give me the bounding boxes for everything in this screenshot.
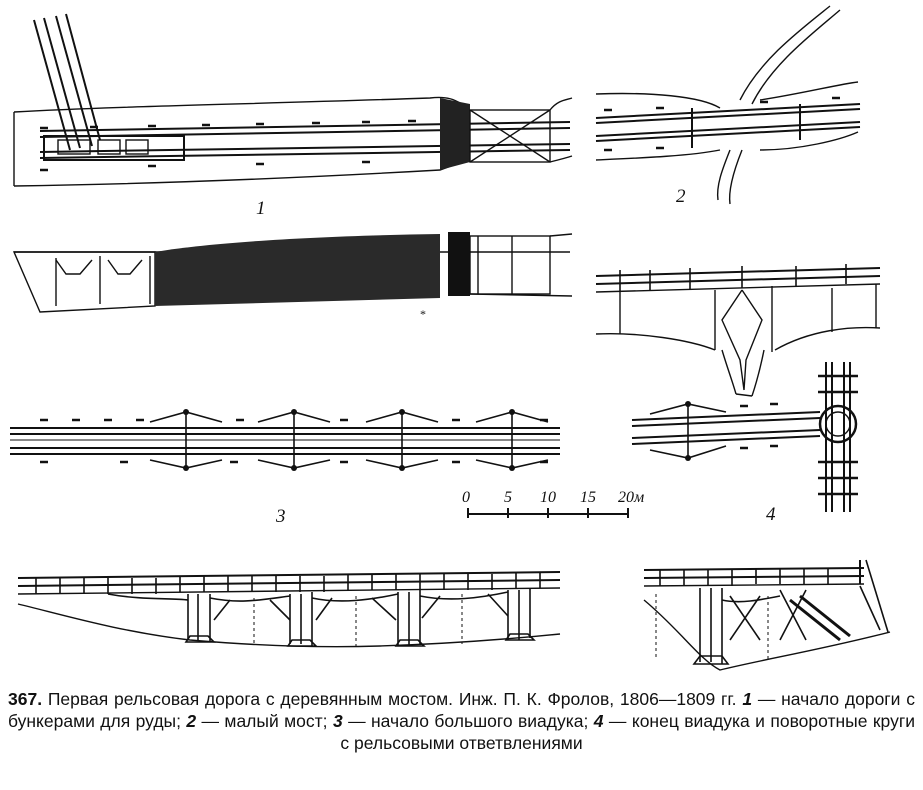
part-label-3: 3 (275, 506, 286, 527)
scale-tick-5: 5 (504, 489, 512, 506)
drawing-4-plan: 4 (631, 362, 858, 525)
drawing-2-plan: 2 (595, 5, 861, 207)
part-label-1: 1 (256, 198, 266, 219)
drawing-1-elevation: * (12, 232, 573, 321)
drawing-3-plan: 3 (10, 409, 560, 527)
drawing-4-elevation (643, 559, 891, 671)
caption-ref-3: 3 (332, 711, 343, 731)
scale-tick-10: 10 (540, 489, 556, 506)
caption-number: 367. (8, 689, 43, 709)
scale-bar: 0 5 10 15 20м (462, 489, 644, 518)
caption-ref-1: 1 (742, 689, 753, 709)
drawing-2-elevation (595, 264, 881, 397)
caption-ref-2: 2 (186, 711, 197, 731)
caption-text: Первая рельсовая дорога с деревянным мос… (42, 689, 743, 709)
svg-text:*: * (420, 307, 426, 321)
drawing-1-plan: 1 (13, 13, 573, 219)
drawing-3-elevation (17, 571, 561, 648)
caption-desc-3: — начало большого виадука; (342, 711, 594, 731)
scale-tick-0: 0 (462, 489, 470, 506)
caption-desc-1: — начало дороги с бункерами для руды; (8, 689, 915, 731)
caption-ref-4: 4 (593, 711, 604, 731)
scale-tick-20: 20м (618, 489, 644, 506)
part-label-4: 4 (766, 504, 776, 525)
figure-caption: 367. Первая рельсовая дорога с деревянны… (8, 688, 915, 754)
part-label-2: 2 (676, 186, 686, 207)
engineering-plate: 1 * (10, 5, 891, 671)
caption-desc-2: — малый мост; (196, 711, 333, 731)
caption-desc-4: — конец виадука и поворотные круги с рел… (340, 711, 915, 753)
scale-tick-15: 15 (580, 489, 596, 506)
